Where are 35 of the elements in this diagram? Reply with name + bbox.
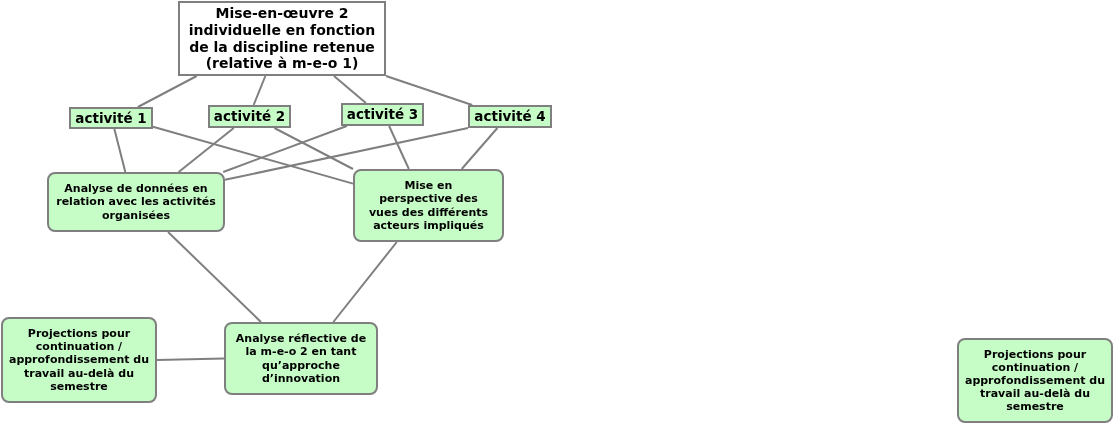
node-label: activité 3 (346, 106, 419, 123)
process-box (353, 169, 504, 242)
connector-line (113, 128, 127, 173)
node-label: activité 1 (75, 109, 147, 127)
connector-line (388, 125, 410, 170)
connector-line (385, 75, 474, 106)
activity-box (208, 105, 291, 128)
connector-line (273, 127, 354, 170)
node-label: Mise-en-œuvre 2 individuelle en fonction de la discipline retenue (relative à m-e-o 1) (187, 4, 377, 73)
process-box (957, 338, 1113, 423)
activity-box (468, 105, 552, 128)
connector-line (332, 241, 398, 323)
node-label: Mise en perspective des vues des différents acteurs impliqués (367, 179, 490, 232)
connector-line (222, 125, 348, 173)
activity-box (341, 103, 424, 126)
node-label: Analyse de données en relation avec les activités organisées (55, 182, 217, 222)
connector-line (156, 357, 225, 361)
process-box (224, 322, 378, 395)
connector-line (224, 127, 469, 181)
connector-line (177, 127, 235, 173)
node-label: Projections pour continuation / approfondissement du travail au-delà du semestre (7, 327, 151, 393)
node-label: Projections pour continuation / approfondissement du travail au-delà du semestre (963, 347, 1107, 414)
connector-line (333, 75, 367, 104)
connector-line (136, 75, 198, 108)
activity-box (69, 107, 153, 129)
node-label: Analyse réflective de la m-e-o 2 en tant qu’approche d’innovation (234, 332, 368, 385)
connector-line (460, 127, 499, 170)
process-box (1, 317, 157, 403)
process-box (47, 172, 225, 232)
connector-line (252, 75, 267, 106)
node-label: activité 4 (474, 108, 546, 125)
node-label: activité 2 (213, 108, 286, 125)
heading-box (178, 1, 386, 76)
connector-line (167, 231, 262, 323)
connector-line (152, 125, 354, 185)
